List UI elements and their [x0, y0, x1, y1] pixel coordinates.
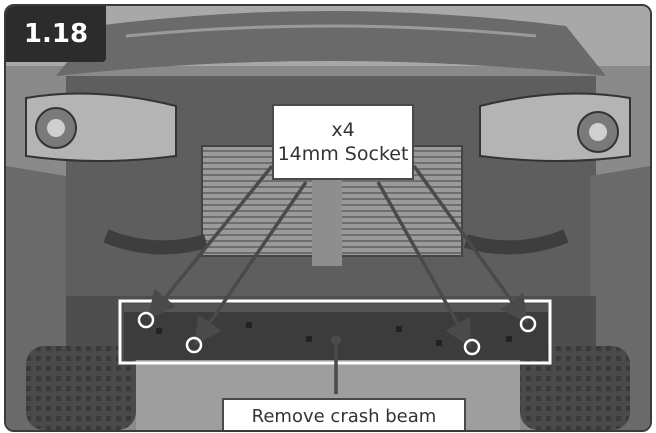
- tool-callout: x4 14mm Socket: [272, 104, 414, 180]
- instruction-figure: 1.18 x4 14mm Socket Remove crash beam: [4, 4, 652, 432]
- caption-text: Remove crash beam: [251, 405, 437, 427]
- caption-box: Remove crash beam: [222, 398, 466, 430]
- callout-quantity: x4: [331, 119, 355, 141]
- step-number: 1.18: [23, 19, 89, 49]
- step-number-badge: 1.18: [6, 6, 106, 62]
- vehicle-front-photo: [6, 6, 650, 430]
- callout-tool: 14mm Socket: [277, 143, 409, 165]
